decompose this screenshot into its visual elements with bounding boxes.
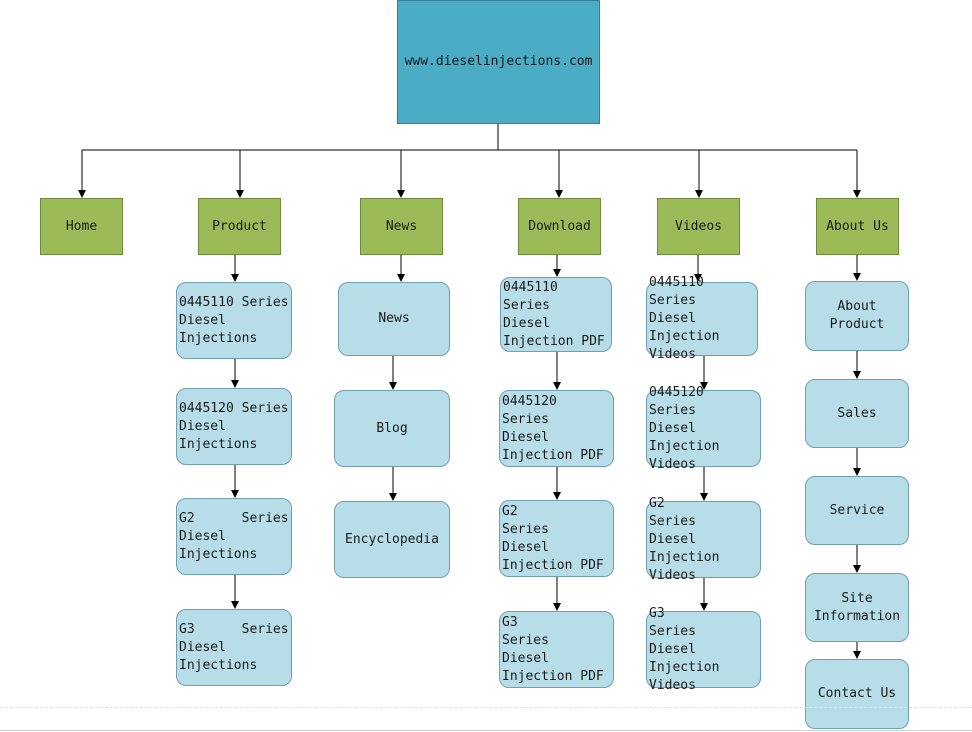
product-item: G3 Series Diesel Injections (176, 609, 292, 686)
page-bottom-edge (0, 730, 972, 731)
product-item: 0445120 Series Diesel Injections (176, 388, 292, 465)
news-item: Blog (334, 390, 450, 467)
category-download: Download (518, 198, 601, 255)
product-item-label: 0445110 Series Diesel Injections (179, 294, 289, 346)
product-item-label: G3 Series Diesel Injections (179, 621, 289, 673)
about-item-label: Contact Us (817, 686, 897, 701)
news-item: News (338, 282, 450, 356)
root-label: www.dieselinjections.com (404, 54, 593, 69)
news-item: Encyclopedia (334, 501, 450, 578)
news-item-label: Encyclopedia (345, 531, 439, 547)
download-item-label: G3 Series Diesel Injection PDF (502, 614, 604, 684)
about-item: Contact Us (805, 659, 909, 729)
about-item-label: Service (829, 502, 885, 518)
category-label: Product (212, 218, 267, 234)
about-item: Site Information (805, 573, 909, 642)
about-item: Service (805, 476, 909, 545)
category-label: About Us (826, 218, 889, 234)
videos-item-label: 0445110 Series Diesel Injection Videos (649, 275, 720, 362)
category-label: News (385, 218, 418, 234)
category-videos: Videos (657, 198, 740, 255)
about-item: Sales (805, 379, 909, 448)
category-home: Home (40, 198, 123, 255)
about-item-label: Sales (837, 405, 877, 421)
videos-item-label: 0445120 Series Diesel Injection Videos (649, 384, 720, 472)
videos-item: 0445120 Series Diesel Injection Videos (646, 385, 761, 472)
category-label: Videos (675, 218, 722, 234)
videos-item-label: G3 Series Diesel Injection Videos (649, 605, 720, 693)
download-item: 0445110 Series Diesel Injection PDF (500, 277, 612, 352)
download-item-label: 0445120 Series Diesel Injection PDF (502, 393, 604, 463)
news-item-label: News (378, 311, 410, 326)
download-item: 0445120 Series Diesel Injection PDF (499, 390, 614, 467)
about-item-label: Site Information (813, 590, 901, 624)
news-item-label: Blog (376, 420, 408, 436)
category-product: Product (198, 198, 281, 255)
product-item: G2 Series Diesel Injections (176, 498, 292, 575)
product-item-label: 0445120 Series Diesel Injections (179, 400, 289, 452)
download-item: G3 Series Diesel Injection PDF (499, 611, 614, 688)
category-label: Download (528, 218, 591, 234)
about-item: About Product (805, 281, 909, 351)
about-item-label: About Product (829, 299, 885, 332)
category-news: News (360, 198, 443, 255)
root-node: www.dieselinjections.com (397, 0, 600, 124)
product-item: 0445110 Series Diesel Injections (176, 282, 292, 359)
product-item-label: G2 Series Diesel Injections (179, 510, 289, 562)
download-item-label: 0445110 Series Diesel Injection PDF (503, 279, 605, 349)
download-item-label: G2 Series Diesel Injection PDF (502, 503, 604, 573)
download-item: G2 Series Diesel Injection PDF (499, 500, 614, 577)
videos-item: 0445110 Series Diesel Injection Videos (646, 275, 758, 362)
category-label: Home (65, 218, 98, 234)
videos-item: G2 Series Diesel Injection Videos (646, 496, 761, 583)
videos-item: G3 Series Diesel Injection Videos (646, 606, 761, 693)
page-divider (0, 707, 972, 708)
category-about-us: About Us (816, 198, 899, 255)
videos-item-label: G2 Series Diesel Injection Videos (649, 495, 720, 583)
